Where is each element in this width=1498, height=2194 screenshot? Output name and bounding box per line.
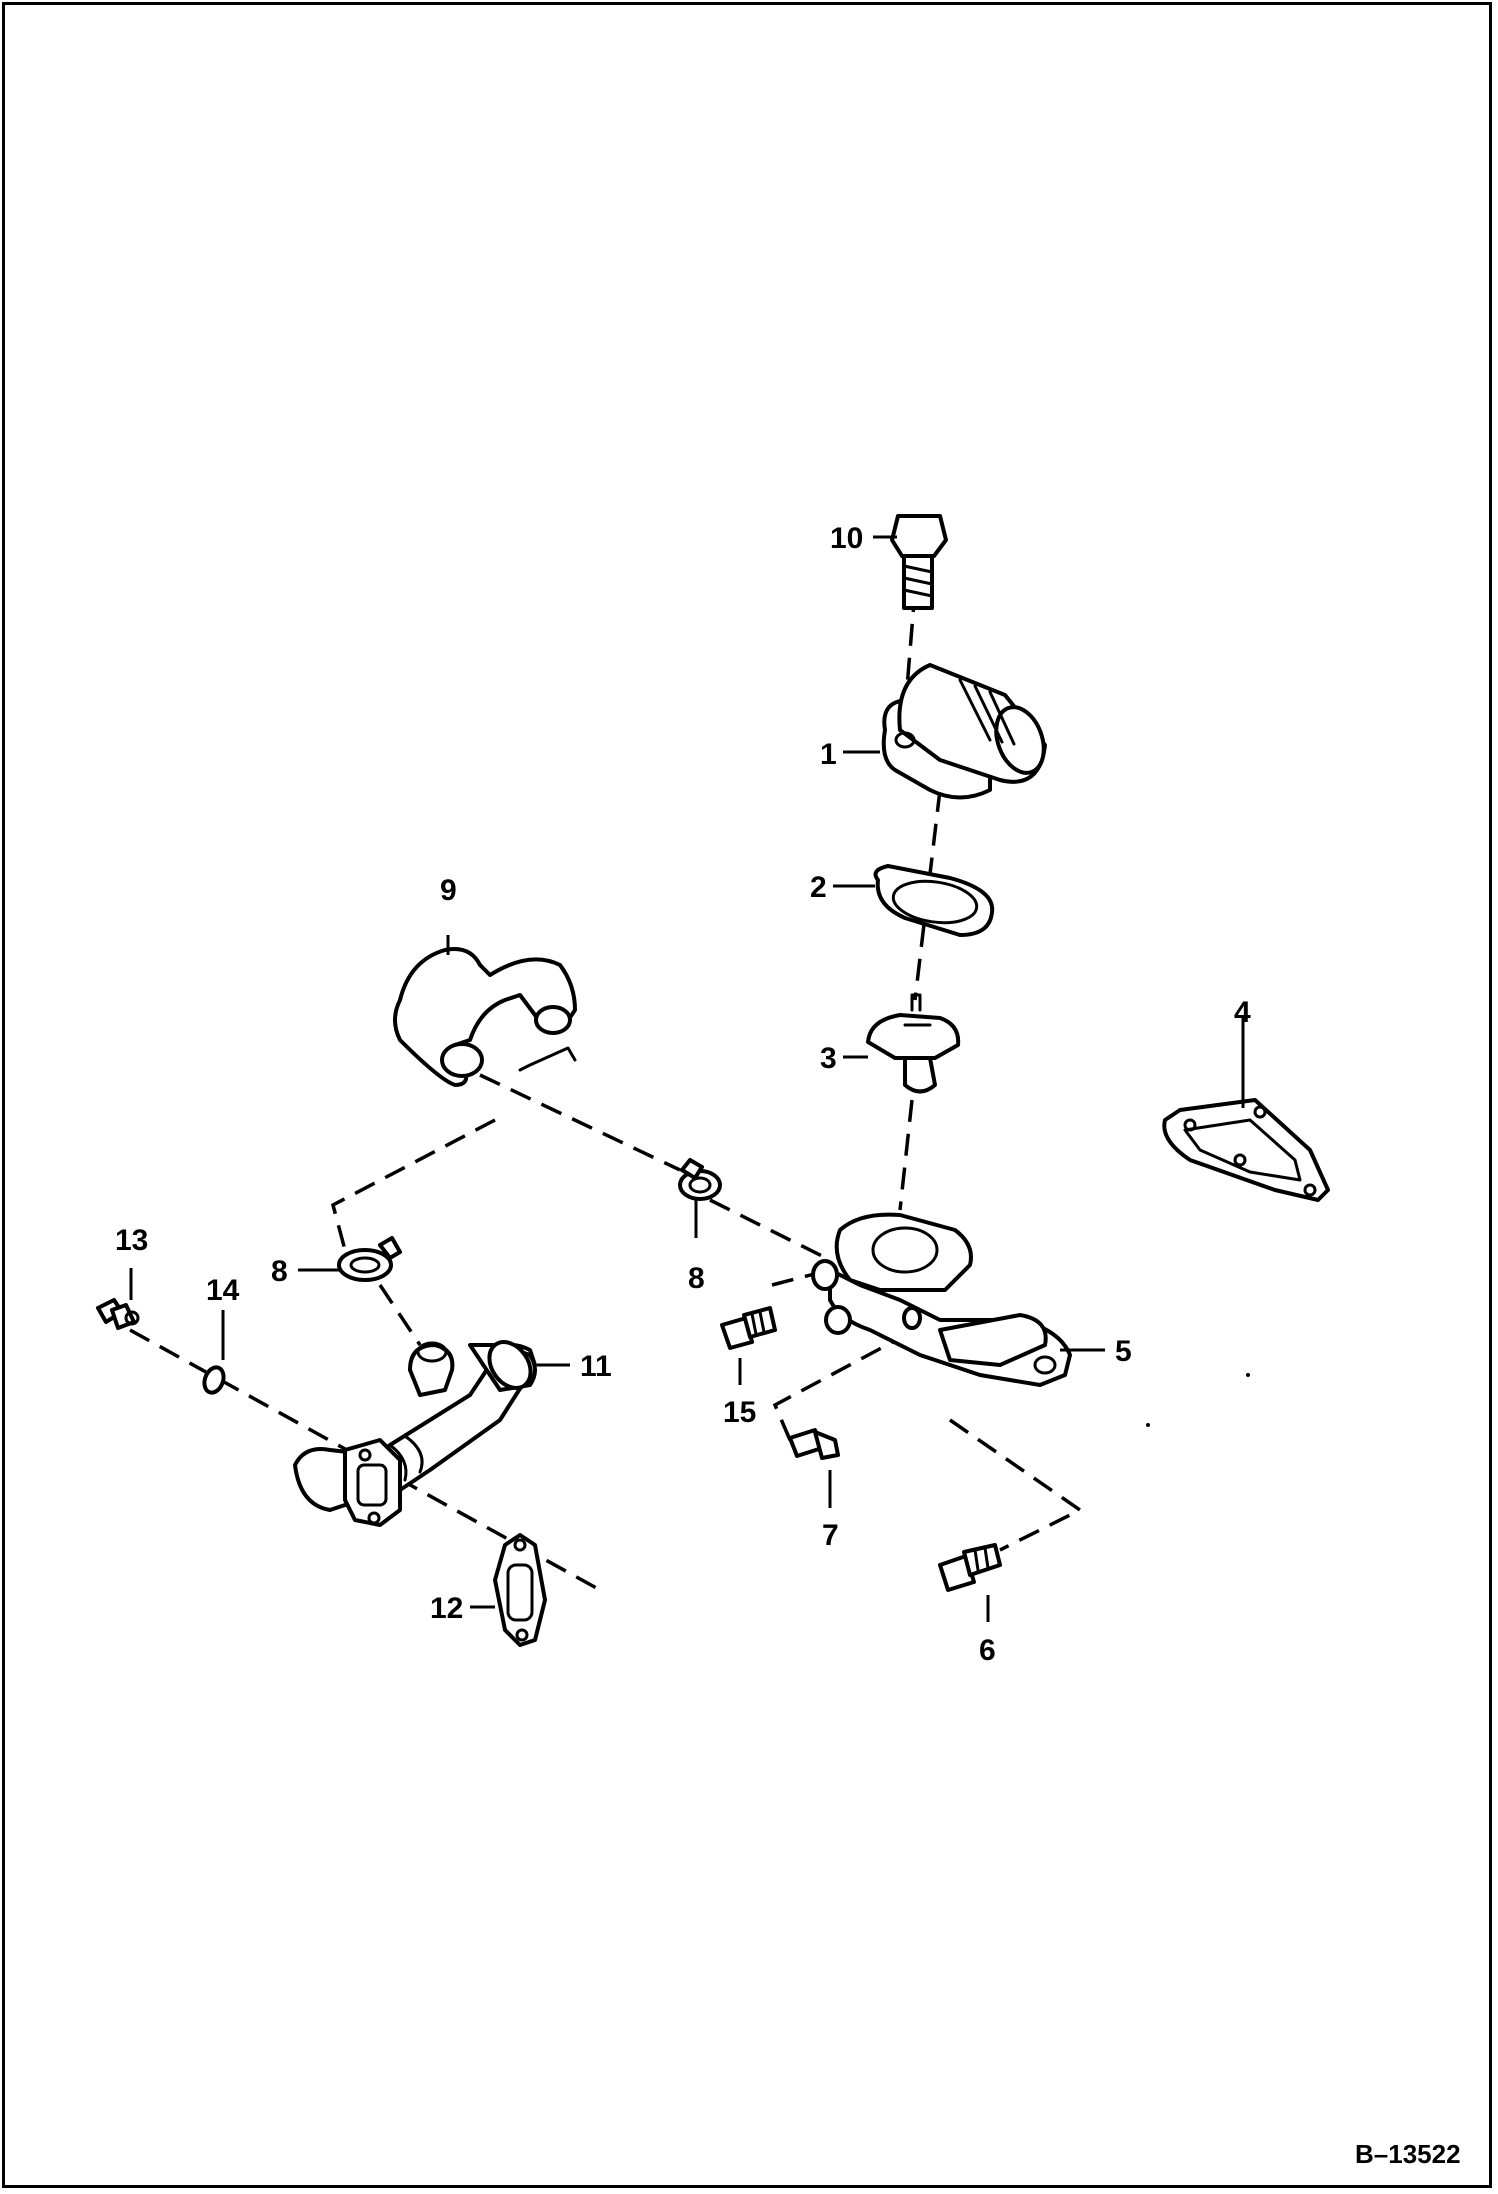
callout-7: 7 xyxy=(822,1519,839,1552)
callout-13: 13 xyxy=(115,1224,148,1257)
callout-10: 10 xyxy=(830,522,863,555)
callout-1: 1 xyxy=(820,738,837,771)
part-2-gasket xyxy=(873,864,995,937)
callout-8-left: 8 xyxy=(271,1255,288,1288)
assembly-line-hose-to-clamp xyxy=(479,1073,681,1172)
callout-4: 4 xyxy=(1234,996,1251,1029)
document-id: B–13522 xyxy=(1355,2139,1461,2169)
callout-11: 11 xyxy=(580,1350,612,1383)
part-10-bolt xyxy=(890,514,948,610)
part-3-thermostat xyxy=(866,993,961,1094)
part-6-drain-plug xyxy=(938,1543,1002,1592)
callout-12: 12 xyxy=(430,1592,463,1625)
callout-5: 5 xyxy=(1115,1335,1132,1368)
speck xyxy=(1246,1373,1250,1377)
part-1-water-elbow xyxy=(881,663,1047,800)
callout-8-right: 8 xyxy=(688,1262,705,1295)
callout-9: 9 xyxy=(440,874,457,907)
part-13-fitting xyxy=(96,1298,140,1330)
part-8-hose-clamp-left xyxy=(337,1236,402,1282)
part-15-bolt xyxy=(720,1306,777,1350)
callout-15: 15 xyxy=(723,1396,756,1429)
callout-2: 2 xyxy=(810,871,827,904)
assembly-line-thermostat-to-housing xyxy=(898,1099,914,1211)
part-9-hose xyxy=(393,947,577,1087)
callout-6: 6 xyxy=(979,1634,996,1667)
assembly-line-hose-to-left-clamp xyxy=(330,1118,496,1251)
assembly-line-sender7 xyxy=(772,1328,916,1441)
assembly-line-clamp-to-tube xyxy=(378,1284,422,1346)
callout-3: 3 xyxy=(820,1042,837,1075)
part-7-temperature-sender xyxy=(788,1428,840,1460)
assembly-line-clamp-to-housing xyxy=(709,1198,831,1262)
callout-14: 14 xyxy=(206,1274,240,1307)
part-11-water-pipe xyxy=(293,1340,537,1527)
speck xyxy=(1146,1423,1150,1427)
callout-labels: 10 1 2 3 4 5 6 7 9 8 8 11 12 13 14 15 xyxy=(115,522,1251,1667)
part-4-cover-gasket xyxy=(1162,1098,1330,1202)
part-5-thermostat-housing xyxy=(811,1212,1072,1387)
part-8-hose-clamp-right xyxy=(678,1158,722,1201)
leader-lines xyxy=(129,535,1245,1622)
assembly-line-plug6 xyxy=(949,1418,1084,1552)
part-14-o-ring xyxy=(202,1365,226,1395)
part-12-gasket xyxy=(493,1533,547,1647)
